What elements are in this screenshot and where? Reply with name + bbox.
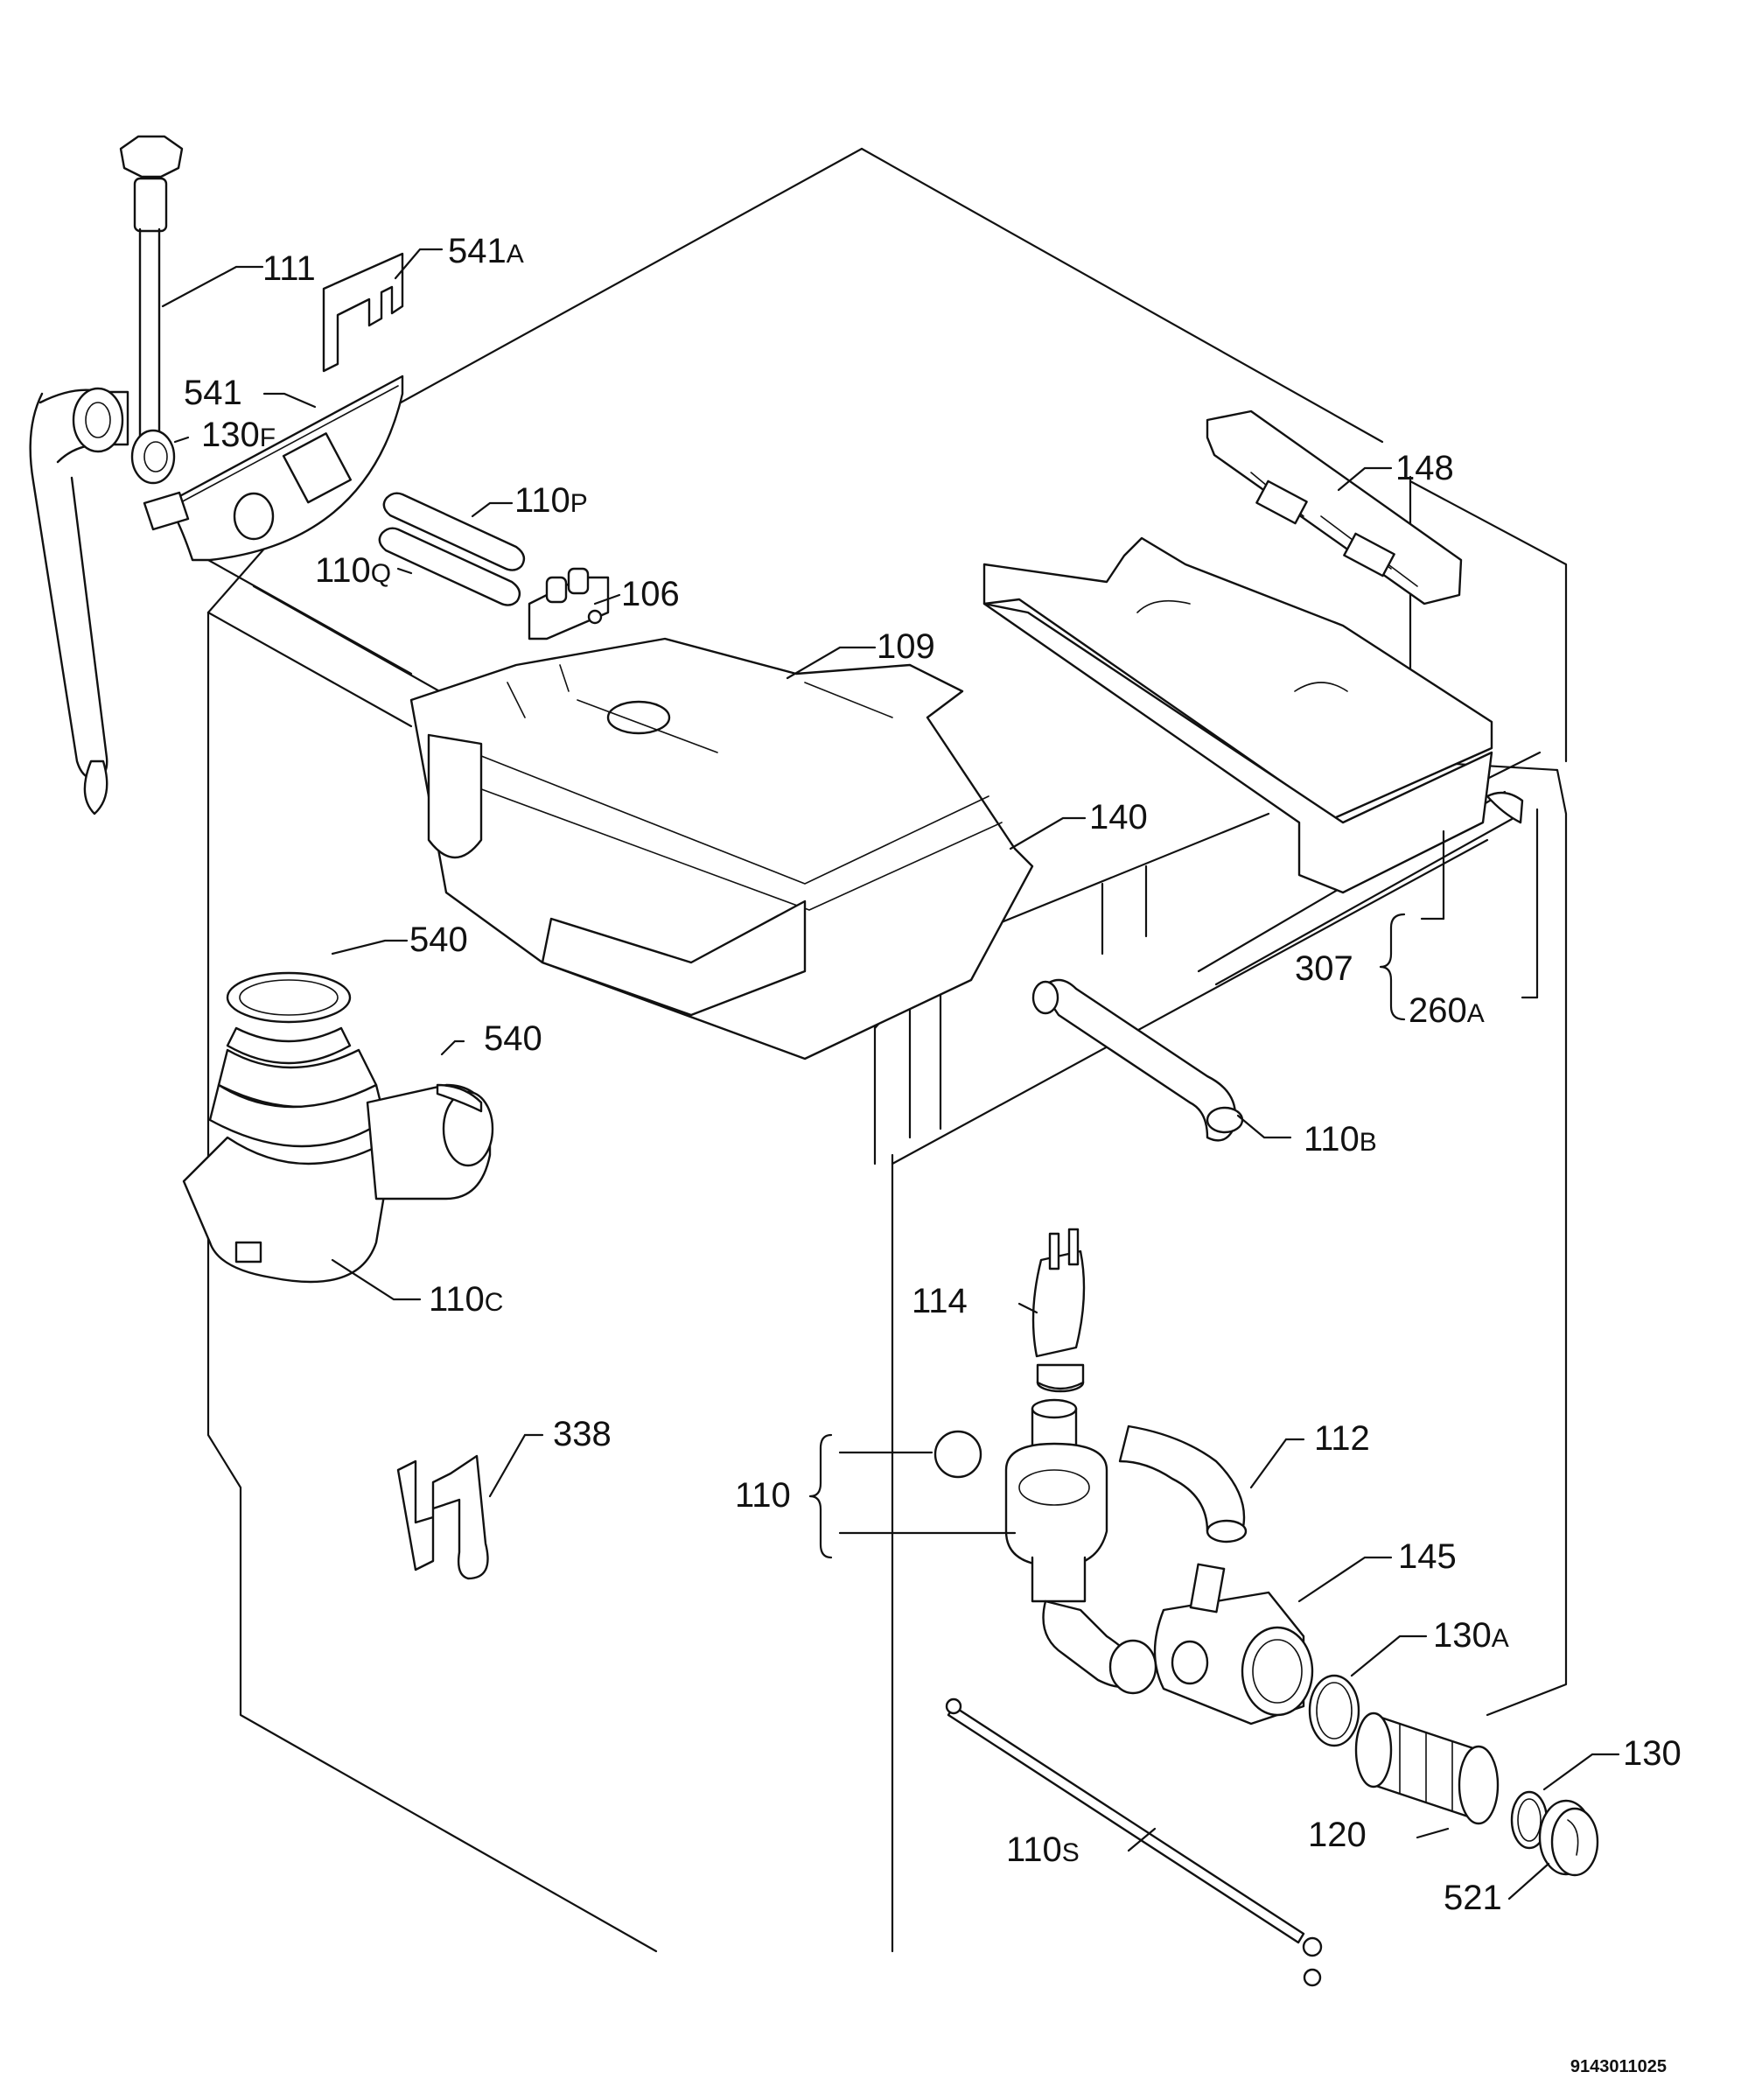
pump-body: [1153, 1563, 1314, 1726]
o-ring: [1308, 1674, 1360, 1747]
label-111: 111: [262, 249, 316, 288]
label-106: 106: [621, 575, 680, 613]
clip: [322, 252, 404, 373]
label-130a: 130A: [1433, 1616, 1509, 1655]
label-110p: 110P: [514, 481, 588, 520]
label-110s: 110S: [1006, 1830, 1080, 1869]
label-521: 521: [1444, 1879, 1502, 1917]
rear-bracket: [143, 374, 404, 562]
solenoid-valve: [528, 567, 610, 640]
diagram-code: 9143011025: [1570, 2057, 1667, 2076]
drain-rod: [945, 1698, 1323, 1987]
label-130f: 130F: [201, 416, 276, 454]
detergent-drawer: [982, 410, 1524, 894]
label-110: 110: [735, 1476, 791, 1515]
label-145: 145: [1398, 1537, 1457, 1576]
label-140: 140: [1089, 798, 1148, 836]
drain-elbow: [1118, 1424, 1248, 1544]
label-114: 114: [912, 1282, 968, 1320]
small-hose: [1031, 978, 1244, 1142]
sump-hose: [182, 971, 494, 1284]
inlet-seal: [130, 429, 176, 485]
brace-110: [808, 1433, 833, 1559]
label-260a: 260A: [1409, 991, 1485, 1030]
label-110c: 110C: [429, 1280, 503, 1319]
label-541a: 541A: [448, 232, 524, 270]
label-541: 541: [184, 374, 242, 412]
label-130: 130: [1623, 1734, 1682, 1773]
label-120: 120: [1308, 1816, 1367, 1854]
inlet-hose: [29, 135, 184, 816]
filter-cap: [1538, 1799, 1599, 1877]
hose-clip: [396, 1454, 489, 1580]
label-338: 338: [553, 1415, 612, 1453]
connecting-tubes: [378, 492, 526, 606]
label-540b: 540: [484, 1019, 542, 1058]
cabinet-outline: [206, 147, 1568, 1953]
label-110q: 110Q: [315, 551, 391, 590]
label-110b: 110B: [1304, 1120, 1377, 1158]
dispenser-housing: [409, 637, 1034, 1060]
label-109: 109: [877, 627, 935, 666]
filter: [1354, 1712, 1500, 1825]
label-148: 148: [1395, 449, 1454, 487]
pressure-switch: [1031, 1228, 1086, 1393]
callout-labels: 111 541A 541 130F 110P 110Q 106 109 148 …: [184, 232, 1682, 1917]
label-112: 112: [1314, 1419, 1370, 1458]
pump-assembly: [933, 1398, 1157, 1695]
label-540a: 540: [409, 920, 468, 959]
brace-307: [1379, 913, 1406, 1021]
leader-lines: [161, 248, 1620, 1900]
label-307: 307: [1295, 949, 1353, 988]
